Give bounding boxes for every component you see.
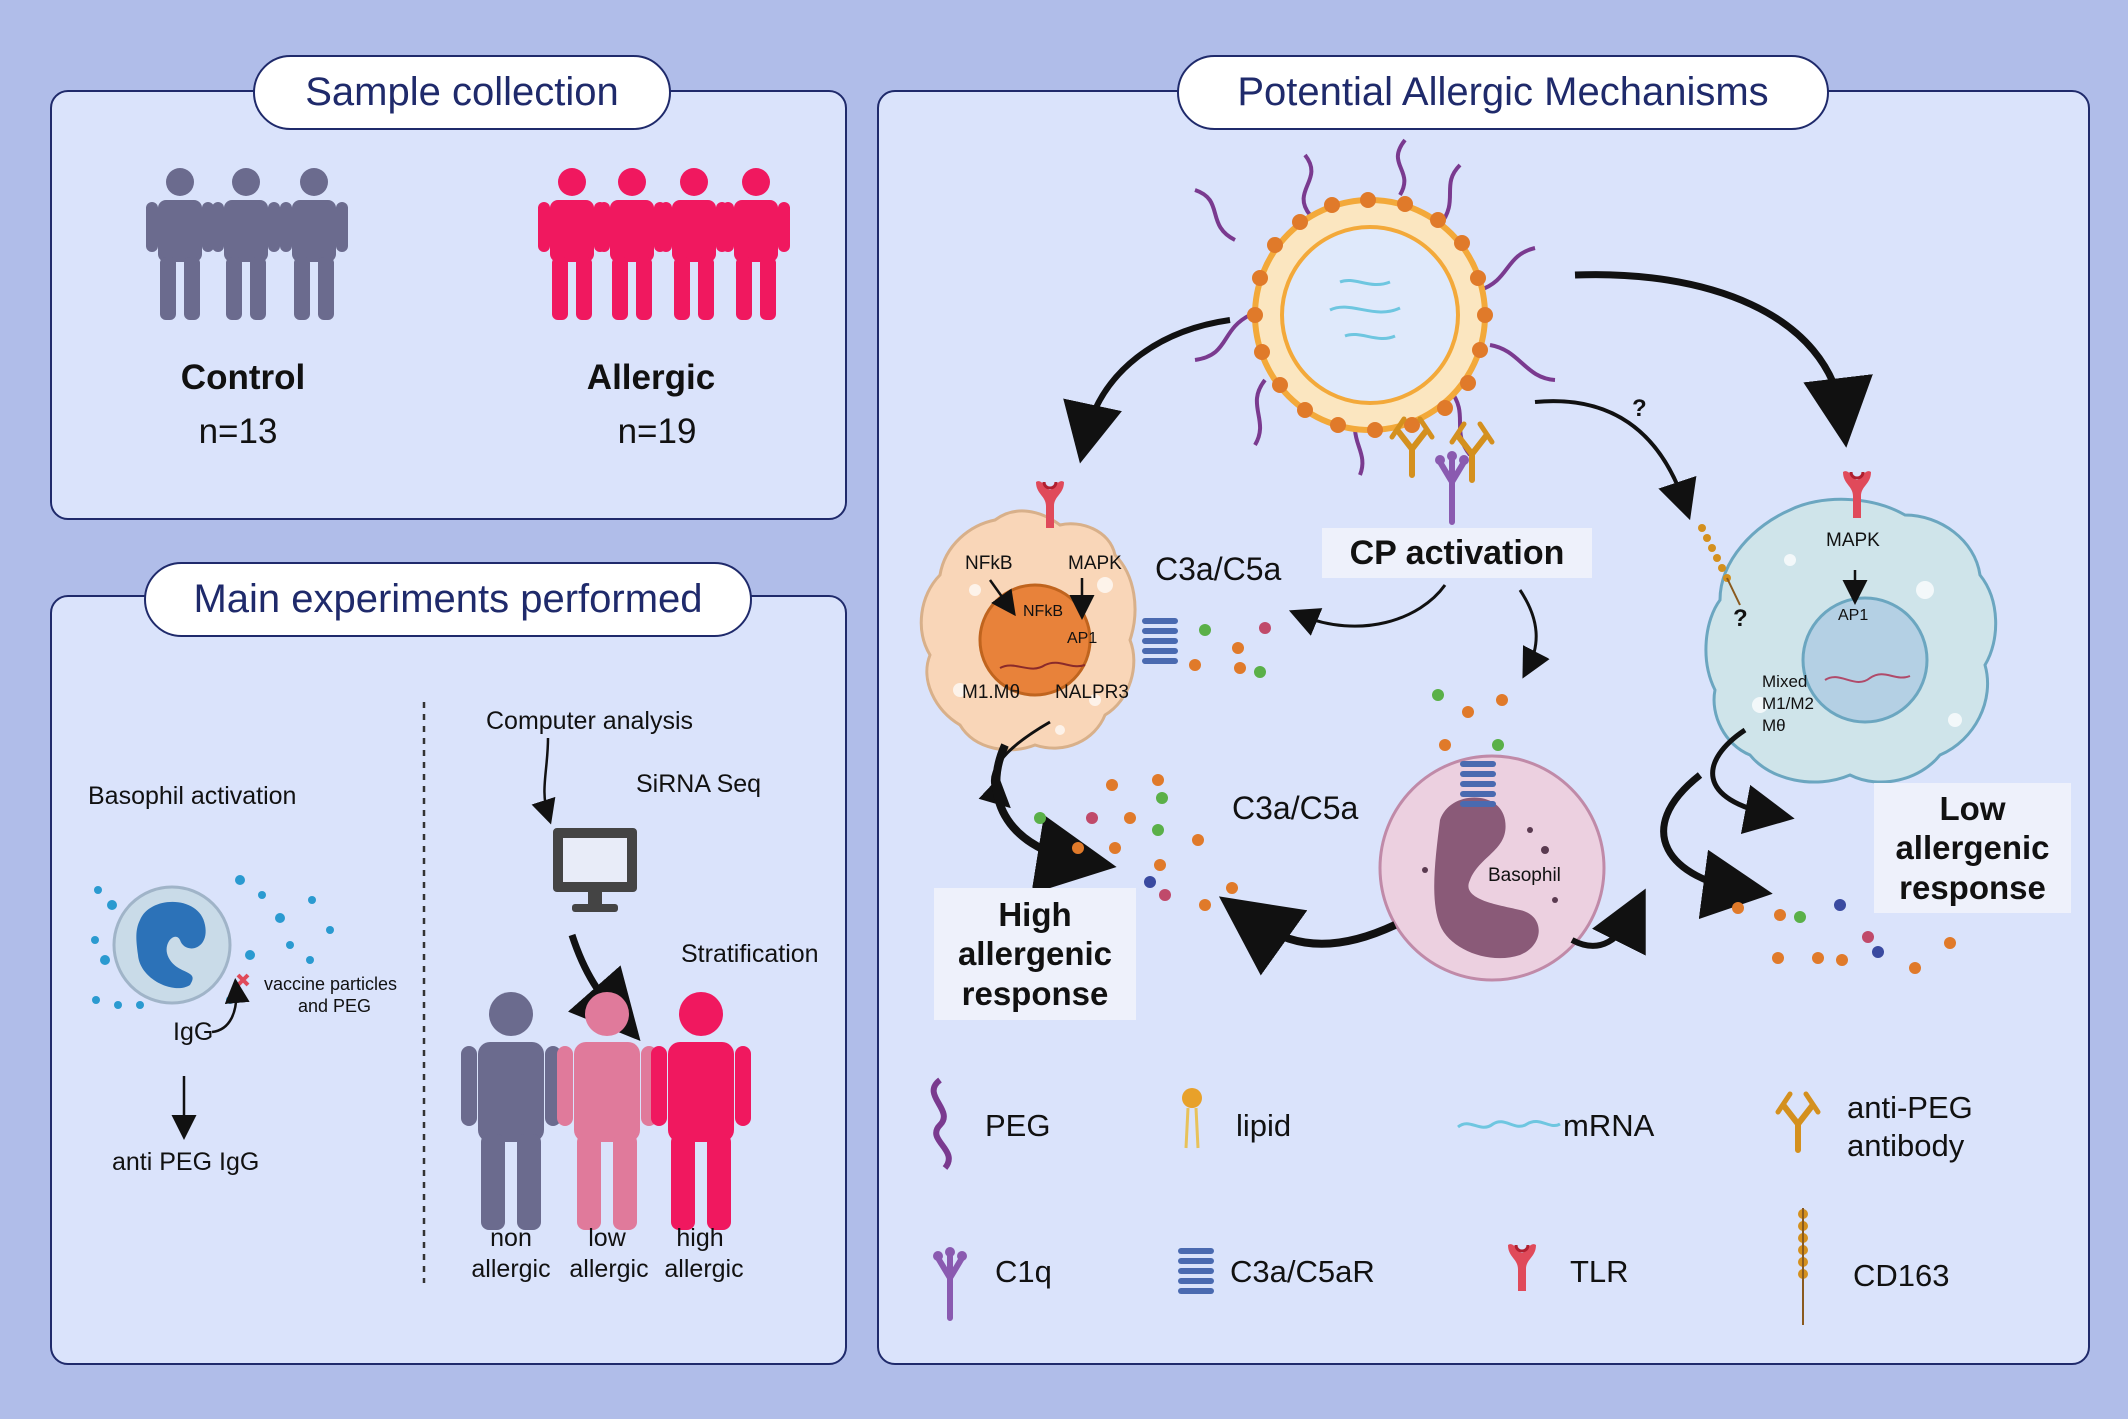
basophil-icon	[1378, 754, 1606, 982]
group-high-line2: allergic	[664, 1255, 744, 1283]
mechanisms-title: Potential Allergic Mechanisms	[1177, 55, 1829, 130]
left-cell-m1: M1.Mθ	[962, 682, 1021, 703]
c3a-c5a-mid-label: C3a/C5a	[1232, 790, 1359, 826]
legend-anti-peg-line2: antibody	[1847, 1128, 1965, 1163]
group-low-line2: allergic	[569, 1255, 649, 1283]
cytokine-particles	[1034, 622, 1956, 974]
right-cell-mixed-line3: Mθ	[1762, 716, 1786, 735]
non-allergic-person-icon	[461, 992, 561, 1230]
legend-c3a-c5ar-icon	[1178, 1248, 1214, 1294]
basophil-activation-label: Basophil activation	[88, 782, 297, 810]
left-cell-nalpr3: NALPR3	[1055, 682, 1129, 703]
high-response-line3: response	[961, 974, 1109, 1012]
basophil-activation-icon	[91, 875, 334, 1009]
computer-icon	[553, 828, 637, 912]
legend-mrna-icon	[1457, 1119, 1561, 1129]
right-cell-mapk: MAPK	[1826, 530, 1880, 551]
main-experiments-title: Main experiments performed	[144, 562, 752, 637]
left-cell-nfkb-inner: NFkB	[1023, 603, 1063, 620]
left-cell-mapk: MAPK	[1068, 553, 1122, 574]
high-response-label: High allergenic response	[934, 888, 1136, 1020]
allergic-people-icon	[538, 168, 790, 320]
cp-activation-label: CP activation	[1322, 528, 1592, 578]
anti-peg-igg-label: anti PEG IgG	[112, 1148, 260, 1176]
control-people-icon	[146, 168, 348, 320]
sample-collection-title: Sample collection	[253, 55, 671, 130]
legend-c1q-label: C1q	[995, 1254, 1052, 1289]
legend-lipid-icon	[1182, 1088, 1202, 1149]
legend-lipid-label: lipid	[1236, 1108, 1292, 1143]
c1q-icon	[1435, 451, 1469, 522]
lipid-heads	[1247, 192, 1493, 438]
control-count: n=13	[198, 412, 278, 451]
sirna-seq-label: SiRNA Seq	[636, 770, 762, 798]
low-response-label: Low allergenic response	[1874, 783, 2071, 913]
left-cell-ap1: AP1	[1067, 630, 1098, 647]
left-cell-nfkb-outer: NFkB	[965, 553, 1013, 574]
lipid-nanoparticle-icon	[1194, 138, 1556, 476]
right-cell-mixed-line2: M1/M2	[1762, 694, 1814, 713]
basophil-label: Basophil	[1488, 865, 1561, 886]
legend-tlr-label: TLR	[1570, 1254, 1629, 1289]
mixed-macrophage-icon	[1704, 497, 1998, 784]
legend-peg-label: PEG	[985, 1108, 1051, 1143]
group-non-line2: allergic	[471, 1255, 551, 1283]
low-response-line2: allergenic	[1895, 829, 2050, 867]
stratification-label: Stratification	[681, 940, 819, 968]
c3a-c5ar-icon	[1142, 618, 1178, 664]
legend-anti-peg-line1: anti-PEG	[1847, 1090, 1973, 1125]
group-high-line1: high	[676, 1224, 724, 1252]
igg-label: IgG	[173, 1018, 214, 1046]
legend-c3a-c5ar-label: C3a/C5aR	[1230, 1254, 1375, 1289]
sample-collection-panel	[50, 90, 847, 520]
computer-analysis-label: Computer analysis	[486, 707, 694, 735]
low-allergic-person-icon	[557, 992, 657, 1230]
cd163-icon-cell	[1698, 524, 1741, 606]
legend-anti-peg-icon	[1778, 1094, 1818, 1150]
right-cell-ap1: AP1	[1838, 607, 1869, 624]
low-response-line1: Low	[1939, 789, 2006, 827]
legend-peg-icon	[930, 1077, 952, 1170]
group-non-line1: non	[490, 1224, 532, 1252]
question-mark-cell: ?	[1733, 605, 1748, 632]
legend-c1q-icon	[933, 1247, 967, 1318]
control-label: Control	[180, 358, 306, 397]
legend-tlr-icon	[1506, 1242, 1538, 1293]
right-cell-mixed-line1: Mixed	[1762, 672, 1808, 691]
question-mark-top: ?	[1632, 395, 1647, 422]
high-response-line2: allergenic	[957, 935, 1113, 973]
allergic-count: n=19	[617, 412, 697, 451]
legend-cd163-icon	[1798, 1208, 1808, 1325]
vaccine-particles-line2: and PEG	[298, 996, 372, 1016]
allergic-label: Allergic	[586, 358, 716, 397]
vaccine-particles-line1: vaccine particles	[264, 974, 398, 994]
high-allergic-person-icon	[651, 992, 751, 1230]
c3a-c5a-top-label: C3a/C5a	[1155, 551, 1282, 587]
legend-cd163-label: CD163	[1853, 1258, 1950, 1293]
legend-mrna-label: mRNA	[1563, 1108, 1655, 1143]
high-response-line1: High	[998, 895, 1072, 933]
group-low-line1: low	[588, 1224, 626, 1252]
low-response-line3: response	[1899, 868, 2046, 906]
m1-macrophage-icon	[919, 509, 1137, 752]
